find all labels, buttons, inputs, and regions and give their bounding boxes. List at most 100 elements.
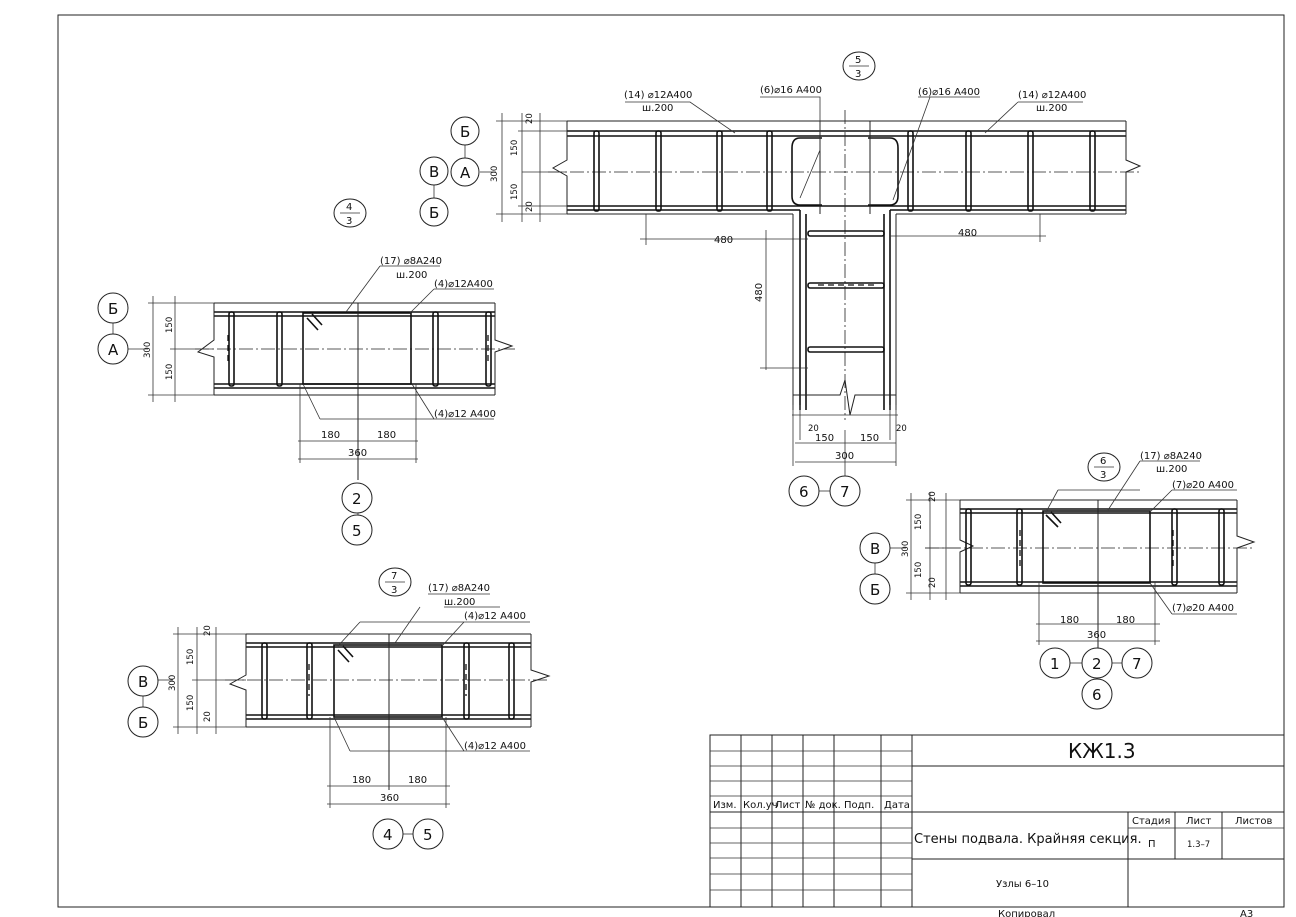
tb-header-data: Дата xyxy=(884,800,910,811)
tb-header-podp: Подп. xyxy=(844,800,874,811)
sheet-value: 1.3–7 xyxy=(1187,840,1210,850)
axis-bubbles-right: В Б xyxy=(859,532,906,605)
callout-mid-top-bar: (4)⌀12А400 xyxy=(434,279,493,290)
dim-right-20a: 20 xyxy=(928,491,938,502)
callout-bot-top-bar: (4)⌀12 А400 xyxy=(464,611,526,622)
callout-right-top-bar: (7)⌀20 А400 xyxy=(1172,480,1234,491)
sheet-title: Стены подвала. Крайняя секция. xyxy=(914,832,1142,847)
dim-tee-20b: 20 xyxy=(896,424,907,434)
dim-tee-20a: 20 xyxy=(808,424,819,434)
sheet-label: Лист xyxy=(1186,816,1212,827)
dim-bot-360: 360 xyxy=(380,793,399,804)
sheet-frame xyxy=(57,14,1285,908)
dim-top-480b: 480 xyxy=(958,228,977,239)
tb-header-ndok: № док. xyxy=(805,800,841,811)
dim-top-300: 300 xyxy=(490,166,500,182)
node-tag-den: 3 xyxy=(391,585,397,596)
axis-bubbles-bottom: 4 5 xyxy=(372,818,444,850)
detail-bottom-left xyxy=(173,593,551,808)
dim-mid-300: 300 xyxy=(143,342,153,358)
node-tag-7-3: 7 3 xyxy=(378,567,412,597)
node-tag-num: 5 xyxy=(855,55,861,66)
axis-label: Б xyxy=(870,581,880,599)
node-tag-5-3: 5 3 xyxy=(842,51,876,81)
axis-label: А xyxy=(460,164,471,182)
dim-mid-150b: 150 xyxy=(165,364,175,380)
dim-right-360: 360 xyxy=(1087,630,1106,641)
dim-tee-150a: 150 xyxy=(815,433,834,444)
callout-top-mid-right: (6)⌀16 А400 xyxy=(918,87,980,98)
node-tag-den: 3 xyxy=(855,69,861,80)
dim-mid-180a: 180 xyxy=(321,430,340,441)
dim-mid-150a: 150 xyxy=(165,317,175,333)
callout-top-right-1: (14) ⌀12А400 xyxy=(1018,90,1086,101)
axis-label: Б xyxy=(460,123,470,141)
dim-bot-180b: 180 xyxy=(408,775,427,786)
stage-value: П xyxy=(1148,839,1156,850)
dim-right-180a: 180 xyxy=(1060,615,1079,626)
dimension-labels: 20 150 300 150 20 480 480 480 20 20 150 … xyxy=(143,113,1135,804)
tb-header-koluch: Кол.уч xyxy=(743,800,778,811)
sheet-subtitle: Узлы 6–10 xyxy=(996,879,1049,890)
dim-bot-20a: 20 xyxy=(203,625,213,636)
tb-header-izm: Изм. xyxy=(713,800,737,811)
dim-tee-300: 300 xyxy=(835,451,854,462)
dim-bot-180a: 180 xyxy=(352,775,371,786)
callout-top-mid-left: (6)⌀16 А400 xyxy=(760,85,822,96)
axis-label: Б xyxy=(108,300,118,318)
axis-label: 6 xyxy=(1092,686,1102,704)
node-tag-den: 3 xyxy=(1100,470,1106,481)
callout-right-stirrup-2: ш.200 xyxy=(1156,464,1187,475)
detail-mid-left xyxy=(148,265,515,480)
callout-top-left-1: (14) ⌀12А400 xyxy=(624,90,692,101)
axis-label: 7 xyxy=(1132,655,1142,673)
axis-label: Б xyxy=(138,714,148,732)
copied-label: Копировал xyxy=(998,909,1055,917)
callout-bot-stirrup-2: ш.200 xyxy=(444,597,475,608)
axis-label: 2 xyxy=(352,490,362,508)
callout-mid-stirrup-2: ш.200 xyxy=(396,270,427,281)
dim-top-20a: 20 xyxy=(525,113,535,124)
axis-bubbles-right-chain: 1 2 7 6 xyxy=(1039,647,1153,710)
axis-label: 2 xyxy=(1092,655,1102,673)
node-tag-den: 3 xyxy=(346,216,352,227)
callout-top-right-2: ш.200 xyxy=(1036,103,1067,114)
callout-right-bot-bar: (7)⌀20 А400 xyxy=(1172,603,1234,614)
sheets-label: Листов xyxy=(1235,816,1272,827)
dim-right-20b: 20 xyxy=(928,577,938,588)
detail-right xyxy=(906,460,1256,650)
axis-label: 5 xyxy=(423,826,433,844)
node-tag-num: 7 xyxy=(391,571,397,582)
callout-right-stirrup-1: (17) ⌀8А240 xyxy=(1140,451,1202,462)
dim-bot-20b: 20 xyxy=(203,711,213,722)
sheet-code: КЖ1.3 xyxy=(1068,739,1136,763)
dim-mid-360: 360 xyxy=(348,448,367,459)
stage-label: Стадия xyxy=(1132,816,1170,827)
detail-top-tee xyxy=(496,96,1142,478)
dim-right-150a: 150 xyxy=(914,514,924,530)
callout-mid-bot-bar: (4)⌀12 А400 xyxy=(434,409,496,420)
axis-bubbles-mid: 2 5 xyxy=(341,482,373,546)
axis-label: В xyxy=(870,540,880,558)
axis-bubbles-top: Б А В Б xyxy=(419,116,496,227)
node-tag-4-3: 4 3 xyxy=(333,198,367,228)
dim-tee-150b: 150 xyxy=(860,433,879,444)
dim-right-300: 300 xyxy=(901,541,911,557)
axis-label: В xyxy=(138,673,148,691)
dim-mid-180b: 180 xyxy=(377,430,396,441)
callout-top-left-2: ш.200 xyxy=(642,103,673,114)
dim-top-150b: 150 xyxy=(510,184,520,200)
axis-label: 5 xyxy=(352,522,362,540)
dim-bot-300: 300 xyxy=(168,675,178,691)
dim-top-480c: 480 xyxy=(754,283,765,302)
callout-bot-stirrup-1: (17) ⌀8А240 xyxy=(428,583,490,594)
axis-label: Б xyxy=(429,204,439,222)
node-tag-6-3: 6 3 xyxy=(1087,452,1121,482)
callout-mid-stirrup-1: (17) ⌀8А240 xyxy=(380,256,442,267)
axis-label: В xyxy=(429,163,439,181)
axis-bubbles-tee: 6 7 xyxy=(788,475,861,507)
axis-bubbles-left-bottom: В Б xyxy=(127,665,173,738)
node-tag-num: 6 xyxy=(1100,456,1106,467)
axis-label: 6 xyxy=(799,483,809,501)
